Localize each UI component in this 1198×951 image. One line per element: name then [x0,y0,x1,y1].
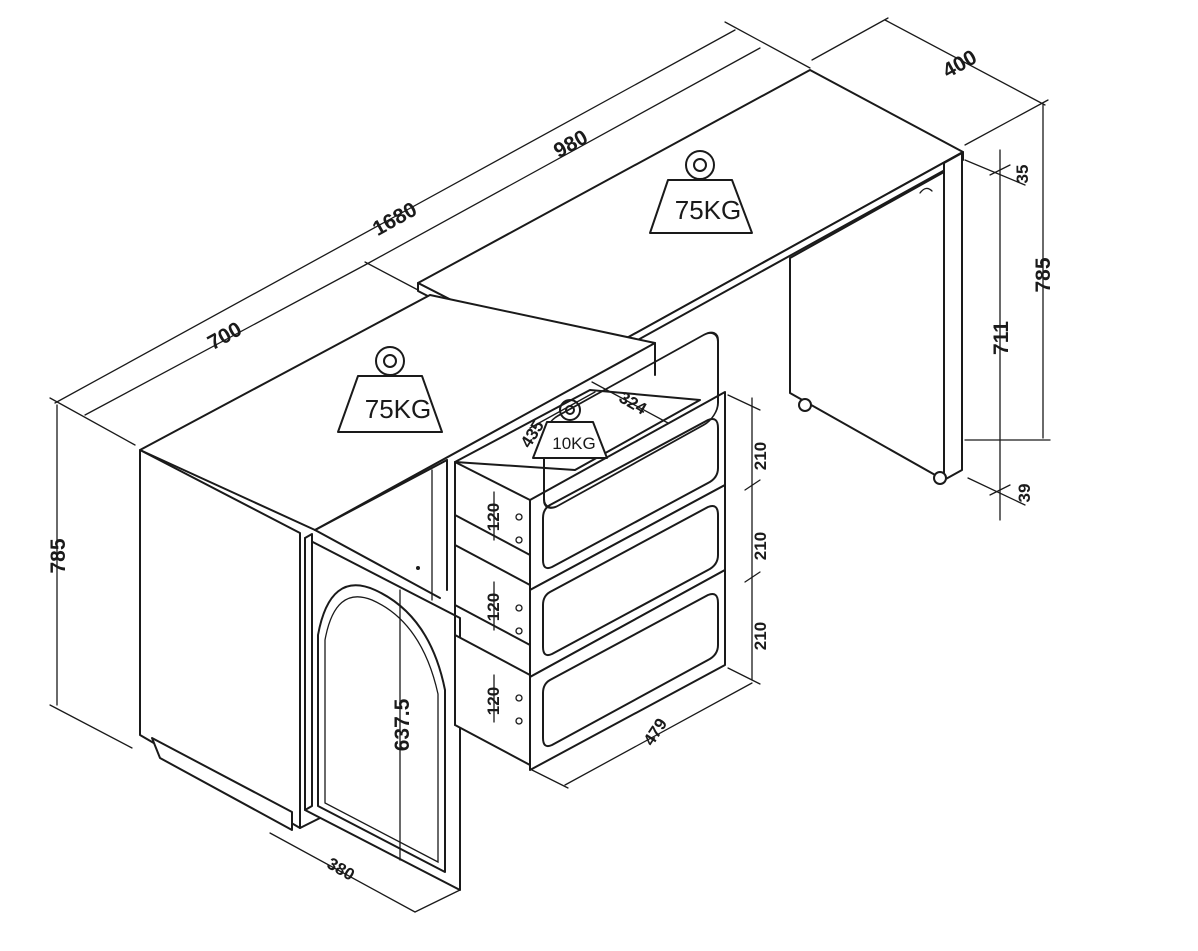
dimension-lines [49,17,1051,913]
desktop-load-label: 75KG [675,195,742,225]
cabinet-load-label: 75KG [365,394,432,424]
dim-drawer-height-2: 210 [751,532,770,560]
caster-icon [798,398,812,412]
dim-drawer-inner-height-2: 120 [484,593,503,621]
dim-caster: 39 [1015,484,1034,503]
weight-icon: 75KG [337,346,443,433]
dim-height-left: 785 [47,538,70,573]
dim-drawer-front-width: 479 [640,715,671,749]
weight-icon: 10KG [532,399,608,459]
dim-drawer-height-3: 210 [751,622,770,650]
cabinet-door[interactable] [304,533,461,891]
dim-door-width: 380 [324,854,358,885]
dim-top-thickness: 35 [1013,165,1032,184]
dim-drawer-inner-height-1: 120 [484,503,503,531]
drawer-stack [454,331,726,771]
drawer-front-3[interactable] [529,569,726,771]
drawer-load-label: 10KG [552,434,595,453]
dim-height-right: 785 [1032,257,1055,292]
dim-cabinet-length: 700 [204,318,246,355]
dim-total-length: 1680 [369,198,421,241]
dim-desktop-length: 980 [550,126,592,163]
dim-drawer-inner-height-3: 120 [484,687,503,715]
dim-door-height: 637.5 [391,698,414,751]
dim-drawer-height-1: 210 [751,442,770,470]
caster-icon [933,471,947,485]
dim-leg-clearance: 711 [990,321,1013,355]
weight-icon: 75KG [649,150,753,234]
